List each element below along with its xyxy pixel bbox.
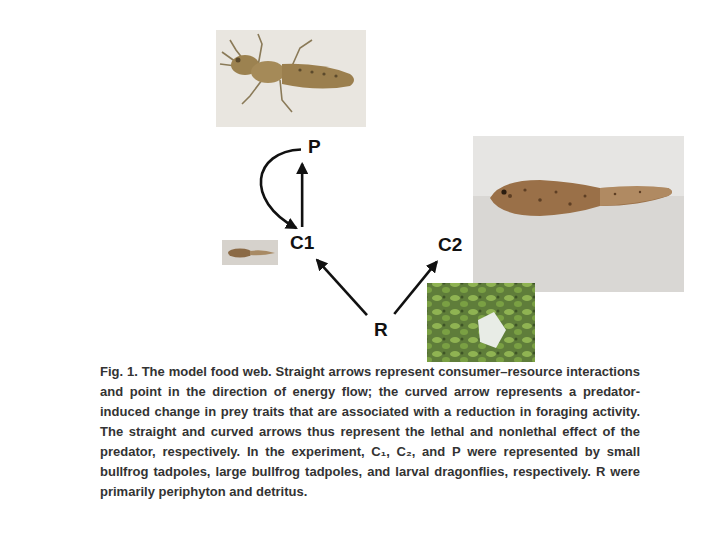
node-label: P bbox=[305, 135, 324, 160]
straight-arrow bbox=[394, 262, 436, 314]
node-text: C1 bbox=[290, 233, 314, 254]
periphyton-photo bbox=[427, 283, 535, 362]
node-label: C1 bbox=[287, 231, 317, 256]
curved-arrow bbox=[261, 149, 301, 228]
node-label: C2 bbox=[435, 233, 465, 258]
figure-caption: Fig. 1. The model food web. Straight arr… bbox=[100, 362, 640, 502]
large-tadpole-photo bbox=[473, 136, 684, 292]
node-label: R bbox=[371, 318, 391, 343]
node-text: P bbox=[308, 137, 321, 158]
node-text: R bbox=[374, 320, 388, 341]
node-text: C2 bbox=[438, 235, 462, 256]
straight-arrow bbox=[301, 164, 304, 227]
small-tadpole-photo bbox=[222, 240, 278, 265]
dragonfly-larva-photo bbox=[216, 30, 366, 127]
straight-arrow bbox=[317, 260, 367, 315]
